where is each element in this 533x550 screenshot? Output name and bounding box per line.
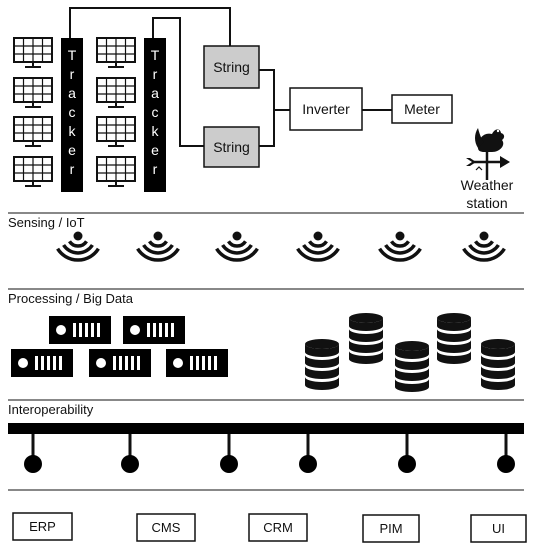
wireless-sensor-icon <box>462 231 506 262</box>
app-label: UI <box>492 521 505 536</box>
server-rack-icon <box>123 316 185 344</box>
app-box-pim: PIM <box>362 514 420 543</box>
server-rack-icon <box>11 349 73 377</box>
app-label: CRM <box>263 520 293 535</box>
server-rack-icon <box>89 349 151 377</box>
solar-panel-icon <box>96 77 136 108</box>
interoperability-bus <box>8 423 524 473</box>
string-box-1-label: String <box>213 59 250 75</box>
meter-box: Meter <box>391 94 453 124</box>
app-box-cms: CMS <box>136 513 196 542</box>
section-label-sensing: Sensing / IoT <box>8 215 85 230</box>
string-box-1: String <box>203 45 260 89</box>
tracker1-to-string1-line <box>69 7 231 46</box>
database-icon <box>481 339 515 390</box>
connection-lines <box>69 7 392 147</box>
string-box-2-label: String <box>213 139 250 155</box>
database-icon <box>349 313 383 364</box>
server-rack-icon <box>49 316 111 344</box>
solar-panel-icon <box>13 116 53 147</box>
applications-row: ERP CMS CRM PIM UI <box>12 512 527 543</box>
bus-node <box>398 434 416 473</box>
sensors-row <box>56 231 506 262</box>
solar-panel-icon <box>13 37 53 68</box>
string2-to-inverter-line <box>259 110 275 147</box>
solar-panel-icon <box>96 156 136 187</box>
app-label: CMS <box>152 520 181 535</box>
app-box-erp: ERP <box>12 512 73 541</box>
database-icon <box>395 341 429 392</box>
solar-panels <box>13 37 136 187</box>
database-icon <box>305 339 339 390</box>
wireless-sensor-icon <box>378 231 422 262</box>
wireless-sensor-icon <box>296 231 340 262</box>
bus-node <box>220 434 238 473</box>
wireless-sensor-icon <box>136 231 180 262</box>
database-icon <box>437 313 471 364</box>
servers-group <box>11 316 228 377</box>
string-box-2: String <box>203 126 260 168</box>
weather-vane-icon <box>466 128 510 180</box>
tracker2-to-string2-line <box>152 17 204 147</box>
bus-bar <box>8 423 524 434</box>
solar-panel-icon <box>96 37 136 68</box>
weather-station-label-line2: station <box>466 195 507 211</box>
section-label-interop: Interoperability <box>8 402 94 417</box>
app-label: PIM <box>379 521 402 536</box>
bus-node <box>497 434 515 473</box>
app-box-crm: CRM <box>248 513 308 542</box>
inverter-box: Inverter <box>289 87 363 131</box>
string1-to-inverter-line <box>259 69 290 111</box>
section-label-processing: Processing / Big Data <box>8 291 134 306</box>
server-rack-icon <box>166 349 228 377</box>
solar-panel-icon <box>13 77 53 108</box>
wireless-sensor-icon <box>56 231 100 262</box>
app-label: ERP <box>29 519 56 534</box>
bus-node <box>299 434 317 473</box>
solar-panel-icon <box>13 156 53 187</box>
weather-station-label-line1: Weather <box>461 177 514 193</box>
solar-panel-icon <box>96 116 136 147</box>
bus-node <box>121 434 139 473</box>
databases-group <box>305 313 515 392</box>
section-dividers <box>8 212 524 491</box>
meter-label: Meter <box>404 101 440 117</box>
wireless-sensor-icon <box>215 231 259 262</box>
bus-node <box>24 434 42 473</box>
app-box-ui: UI <box>470 514 527 543</box>
inverter-label: Inverter <box>302 101 350 117</box>
